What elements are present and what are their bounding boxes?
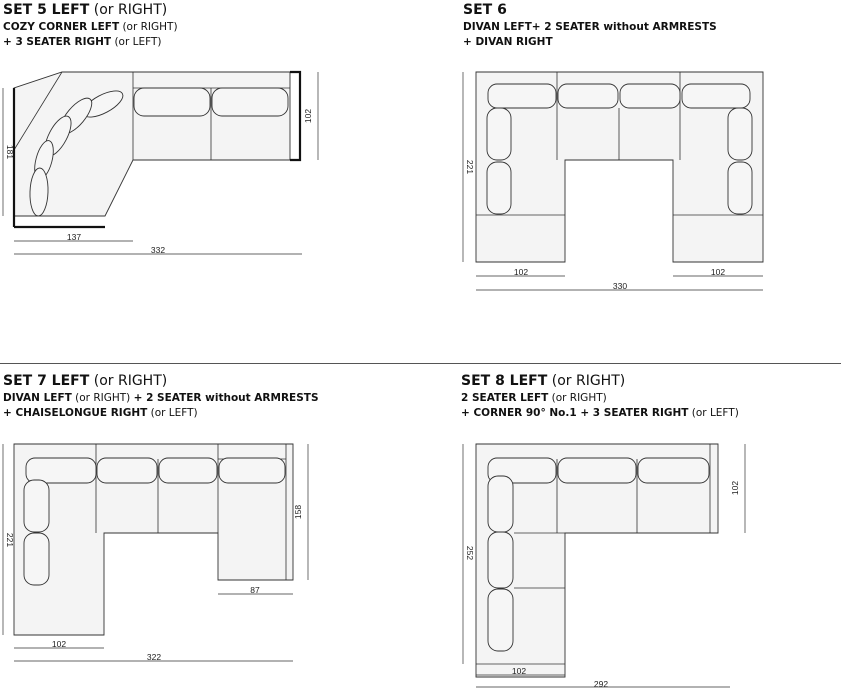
set-6-side-cushion-r2: [727, 161, 753, 215]
set-6-back-cushion-3: [619, 83, 681, 109]
set-7-desc-line1: DIVAN LEFT (or RIGHT) + 2 SEATER without…: [3, 392, 319, 404]
set-7-dim-158: 158: [293, 505, 303, 519]
set-8-sofa-plan: 102 292 252 102: [462, 443, 746, 689]
set-8-desc-line1: 2 SEATER LEFT (or RIGHT): [461, 392, 607, 404]
set-6-sofa-plan: 102 102 330 221: [462, 71, 764, 291]
set-6-desc-line1: DIVAN LEFT+ 2 SEATER without ARMRESTS: [463, 21, 717, 33]
set-5-title: SET 5 LEFT (or RIGHT): [3, 2, 168, 18]
set-6-side-cushion-l2: [486, 161, 512, 215]
set-5-corner-back: [13, 71, 63, 151]
set-5-desc-line1: COZY CORNER LEFT (or RIGHT): [3, 21, 178, 33]
set-8-dim-252: 252: [465, 546, 475, 560]
set-5-sofa-plan: 137 332 181 102: [2, 70, 319, 255]
set-6-dim-330: 330: [613, 281, 627, 291]
set-8-back-cushion-3: [637, 457, 710, 484]
set-7-back-cushion-3: [158, 457, 218, 484]
set-6-sofa-body: [475, 71, 764, 263]
set-6-dim-102b: 102: [711, 267, 725, 277]
set-6-dim-102a: 102: [514, 267, 528, 277]
set-5-dim-102: 102: [303, 109, 313, 123]
set-8-side-cushion-1: [487, 475, 514, 533]
set-7-dim-322: 322: [147, 652, 161, 662]
set-8-side-cushion-3: [487, 588, 514, 652]
set-6-side-cushion-r1: [727, 107, 753, 161]
set-7-dim-221: 221: [5, 533, 15, 547]
set-7-sofa-plan: 87 102 322 221 158: [2, 443, 309, 662]
set-7-back-cushion-2: [96, 457, 158, 484]
set-5-dim-181: 181: [5, 145, 15, 159]
set-5-dim-137: 137: [67, 232, 81, 242]
set-7-dim-87: 87: [250, 585, 260, 595]
set-6-desc-line2: + DIVAN RIGHT: [463, 36, 553, 48]
section-divider: [0, 363, 841, 364]
set-6-back-cushion-2: [557, 83, 619, 109]
set-8-dim-102b: 102: [730, 481, 740, 495]
set-8-title: SET 8 LEFT (or RIGHT): [461, 373, 626, 389]
set-7-side-cushion-2: [23, 532, 50, 586]
set-7-title: SET 7 LEFT (or RIGHT): [3, 373, 168, 389]
set-7-back-cushion-1: [25, 457, 97, 484]
set-8-back-cushion-2: [557, 457, 637, 484]
set-8-dim-292: 292: [594, 679, 608, 689]
set-6-back-cushion-4: [681, 83, 751, 109]
set-5-corner-cushion-5: [29, 167, 49, 217]
set-6-side-cushion-l1: [486, 107, 512, 161]
set-5-dim-332: 332: [151, 245, 165, 255]
set-6-dim-221: 221: [465, 160, 475, 174]
set-7-dim-102: 102: [52, 639, 66, 649]
set-8-side-cushion-2: [487, 531, 514, 589]
set-6-title: SET 6: [463, 2, 507, 18]
set-5-back-cushion-2: [211, 87, 289, 117]
set-7-back-cushion-4: [218, 457, 286, 484]
set-5-back-cushion-1: [133, 87, 211, 117]
set-5-base-right: [290, 70, 302, 162]
set-8-dim-102a: 102: [512, 666, 526, 676]
set-6-back-cushion-1: [487, 83, 557, 109]
set-5-desc-line2: + 3 SEATER RIGHT (or LEFT): [3, 36, 162, 48]
set-7-side-cushion-1: [23, 479, 50, 533]
set-7-desc-line2: + CHAISELONGUE RIGHT (or LEFT): [3, 407, 198, 419]
set-8-desc-line2: + CORNER 90° No.1 + 3 SEATER RIGHT (or L…: [461, 407, 739, 419]
